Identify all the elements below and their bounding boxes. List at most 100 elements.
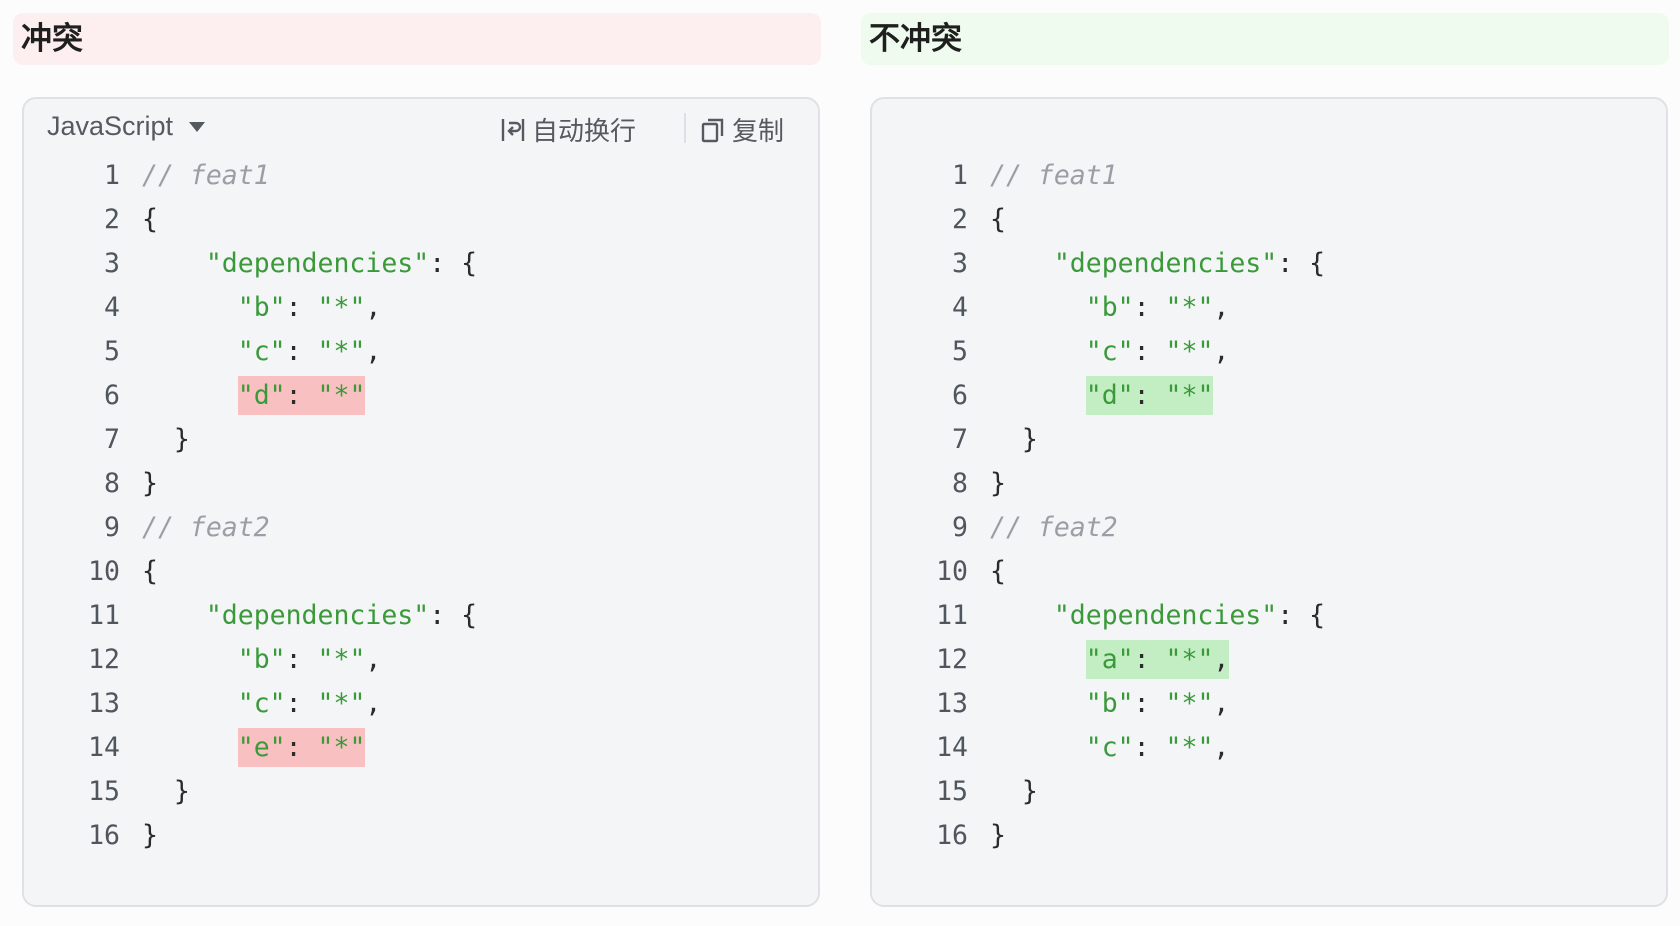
punctuation-token: :	[285, 292, 318, 323]
code-block: 1 // feat1 2{3 "dependencies": {4 "b": "*"…	[870, 97, 1668, 907]
code-lines: 1 // feat1 2{3 "dependencies": {4 "b": "*"…	[872, 154, 1325, 858]
punctuation-token: :	[285, 688, 318, 719]
copy-icon	[701, 118, 724, 142]
line-number: 1	[952, 160, 968, 191]
string-token: "b"	[1085, 292, 1134, 323]
line-number: 11	[88, 600, 120, 631]
code-line: 11 "dependencies": {	[872, 594, 1325, 638]
indent	[142, 336, 238, 367]
line-number: 16	[88, 820, 120, 851]
indent	[990, 336, 1086, 367]
string-token: "*"	[317, 292, 366, 323]
no-conflict-heading: 不冲突	[861, 13, 1669, 65]
code-line: 1// feat1	[24, 154, 270, 198]
line-number: 5	[104, 336, 120, 367]
line-number: 14	[936, 732, 968, 763]
punctuation-token: }	[173, 424, 190, 455]
punctuation-token: ,	[1213, 292, 1230, 323]
line-number: 7	[104, 424, 120, 455]
indent	[142, 292, 238, 323]
code-line: 16}	[24, 814, 158, 858]
punctuation-token: :	[285, 732, 318, 763]
punctuation-token: }	[142, 468, 158, 499]
code-line: 12 "a": "*",	[872, 638, 1230, 682]
string-token: "*"	[317, 688, 366, 719]
string-token: "d"	[1085, 380, 1134, 411]
punctuation-token: ,	[1213, 732, 1230, 763]
code-line: 3 "dependencies": {	[872, 242, 1325, 286]
code-line: 7 }	[872, 418, 1038, 462]
toolbar-divider	[684, 113, 686, 143]
line-code: }	[990, 770, 1038, 814]
line-number: 12	[88, 644, 120, 675]
line-code: "c": "*",	[990, 726, 1230, 770]
punctuation-token: : {	[429, 248, 478, 279]
string-token: "dependencies"	[1053, 600, 1278, 631]
code-line: 8}	[24, 462, 158, 506]
string-token: "*"	[317, 644, 366, 675]
code-line: 13 "b": "*",	[872, 682, 1229, 726]
line-number: 8	[104, 468, 120, 499]
code-line: 7 }	[24, 418, 190, 462]
copy-button[interactable]: 复制	[700, 111, 784, 148]
line-code: {	[142, 198, 158, 242]
line-number: 10	[88, 556, 120, 587]
comment-token: // feat1	[990, 160, 1118, 191]
punctuation-token: : {	[1277, 600, 1326, 631]
line-number: 14	[88, 732, 120, 763]
indent	[142, 424, 174, 455]
comment-token: // feat2	[142, 512, 270, 543]
line-number: 9	[104, 512, 120, 543]
line-code: }	[142, 814, 158, 858]
punctuation-token: }	[990, 468, 1006, 499]
string-token: "dependencies"	[205, 600, 430, 631]
code-line: 8}	[872, 462, 1006, 506]
copy-label: 复制	[732, 117, 785, 147]
punctuation-token: : {	[429, 600, 478, 631]
string-token: "a"	[1085, 644, 1134, 675]
punctuation-token: }	[1021, 776, 1038, 807]
line-code: "dependencies": {	[990, 594, 1325, 638]
line-number: 11	[936, 600, 968, 631]
code-line: 4 "b": "*",	[872, 286, 1229, 330]
line-number: 12	[936, 644, 968, 675]
punctuation-token: ,	[1213, 336, 1230, 367]
string-token: "c"	[237, 336, 286, 367]
punctuation-token: :	[1133, 732, 1166, 763]
punctuation-token: }	[1021, 424, 1038, 455]
punctuation-token: :	[285, 644, 318, 675]
indent	[142, 688, 238, 719]
indent	[142, 248, 206, 279]
line-number: 2	[952, 204, 968, 235]
conflict-highlight: "d": "*"	[237, 376, 366, 415]
line-number: 10	[936, 556, 968, 587]
indent	[990, 644, 1086, 675]
conflict-highlight: "e": "*"	[237, 728, 366, 767]
code-line: 2{	[872, 198, 1006, 242]
line-code: "e": "*"	[142, 726, 366, 770]
language-selector[interactable]: JavaScript	[47, 111, 206, 142]
punctuation-token: :	[1133, 688, 1166, 719]
punctuation-token: :	[1133, 380, 1166, 411]
indent	[990, 688, 1086, 719]
code-line: 10{	[872, 550, 1006, 594]
line-number: 1	[104, 160, 120, 191]
code-line: 14 "c": "*",	[872, 726, 1229, 770]
code-line: 16}	[872, 814, 1006, 858]
string-token: "c"	[1085, 336, 1134, 367]
punctuation-token: {	[142, 204, 158, 235]
conflict-heading: 冲突	[13, 13, 821, 65]
caret-down-icon	[189, 121, 206, 132]
punctuation-token: :	[285, 380, 318, 411]
word-wrap-button[interactable]: 自动换行	[500, 111, 636, 148]
code-line: 4 "b": "*",	[24, 286, 381, 330]
string-token: "e"	[237, 732, 286, 763]
line-code: }	[142, 462, 158, 506]
code-line: 10{	[24, 550, 158, 594]
string-token: "b"	[237, 644, 286, 675]
code-line: 6 "d": "*"	[24, 374, 366, 418]
punctuation-token: :	[1133, 292, 1166, 323]
indent	[990, 380, 1086, 411]
string-token: "dependencies"	[205, 248, 430, 279]
punctuation-token: : {	[1277, 248, 1326, 279]
